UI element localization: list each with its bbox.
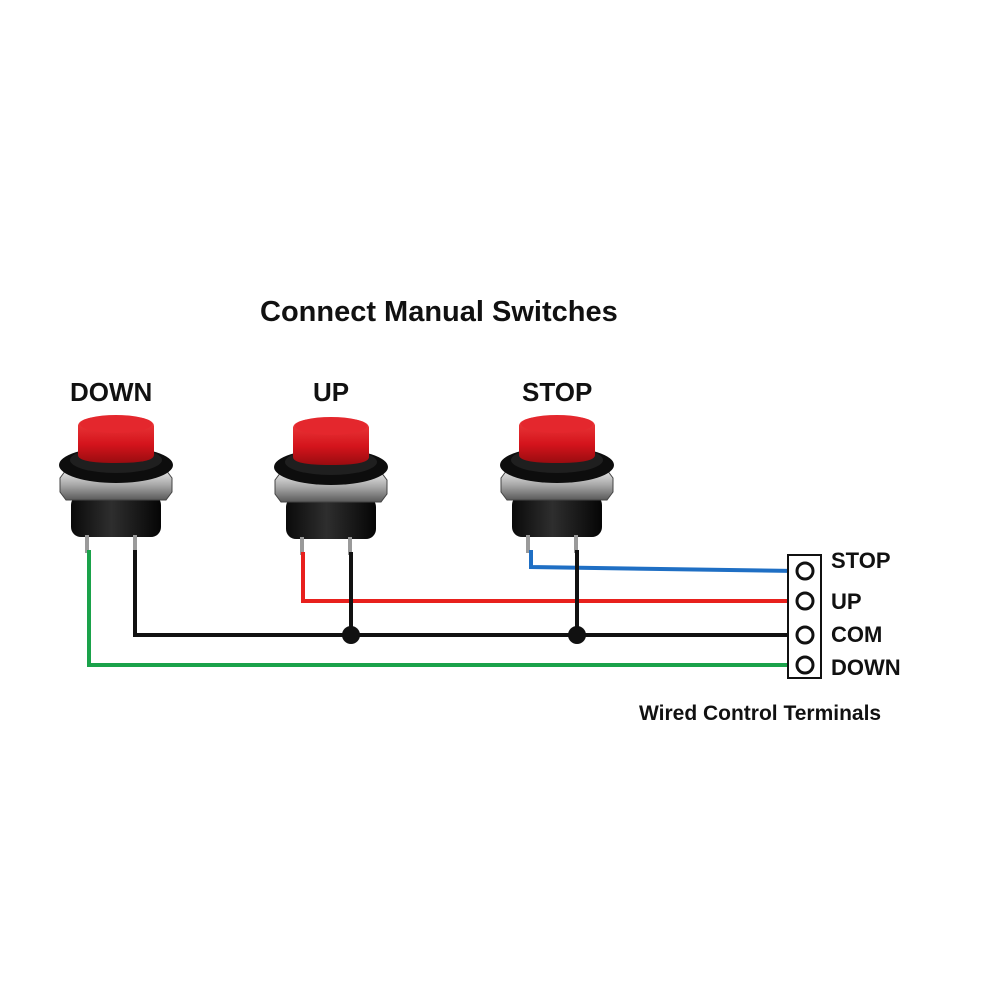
diagram-title: Connect Manual Switches — [260, 296, 618, 328]
wire-com — [133, 550, 797, 637]
wire-up — [301, 552, 797, 603]
switch-label-stop: STOP — [522, 377, 593, 407]
wire-down — [87, 550, 797, 667]
junction-dot-stop — [568, 626, 586, 644]
terminal-label-stop: STOP — [831, 548, 891, 573]
switch-stop — [500, 415, 614, 553]
terminal-com — [795, 625, 815, 645]
terminal-label-up: UP — [831, 589, 862, 614]
terminal-label-down: DOWN — [831, 655, 901, 680]
terminal-label-com: COM — [831, 622, 883, 647]
terminal-up — [795, 591, 815, 611]
terminals-caption: Wired Control Terminals — [639, 702, 882, 725]
wire-stop — [529, 550, 798, 573]
switch-down — [59, 415, 173, 553]
terminal-down — [795, 655, 815, 675]
switch-label-down: DOWN — [70, 377, 153, 407]
switch-label-up: UP — [313, 377, 350, 407]
junction-dot-up — [342, 626, 360, 644]
switch-up — [274, 417, 388, 555]
terminal-stop — [795, 561, 815, 581]
